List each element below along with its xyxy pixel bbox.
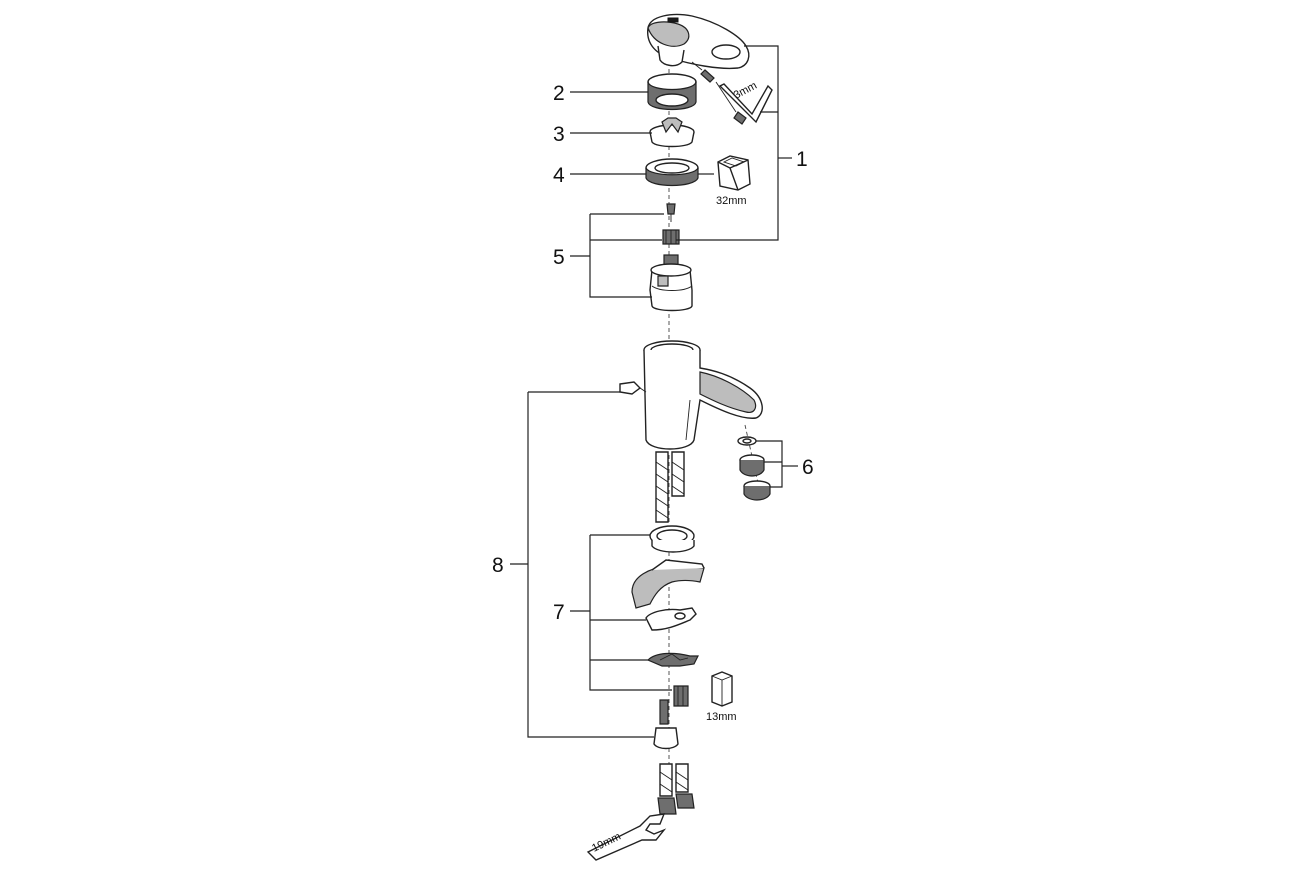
callout-5: 5 <box>553 246 565 269</box>
socket-32mm-label: 32mm <box>716 195 747 207</box>
callout-4: 4 <box>553 164 565 187</box>
callout-1: 1 <box>796 148 808 171</box>
part-4-threaded-ring <box>645 158 699 187</box>
part-3-adaptor <box>649 117 695 148</box>
part-2-cap <box>647 73 697 111</box>
part-8-pull-rod-tip <box>653 699 679 750</box>
part-7-mounting-set <box>631 525 705 707</box>
hex-key-size-label: 3mm <box>732 80 759 102</box>
socket-13mm-label: 13mm <box>706 711 737 723</box>
part-6-aerator <box>737 436 771 501</box>
hex-key-3mm: 3mm <box>691 61 773 125</box>
socket-32mm: 32mm <box>716 155 751 207</box>
socket-13mm: 13mm <box>706 671 737 723</box>
wrench-19mm: 19mm <box>586 813 667 861</box>
callout-numbers: 1 2 3 4 5 6 7 8 <box>492 82 814 624</box>
leader-lines <box>510 45 798 738</box>
callout-7: 7 <box>553 601 565 624</box>
callout-3: 3 <box>553 123 565 146</box>
callout-2: 2 <box>553 82 565 105</box>
callout-6: 6 <box>802 456 814 479</box>
faucet-body <box>619 340 763 450</box>
part-5-cartridge-set <box>649 203 693 312</box>
callout-8: 8 <box>492 554 504 577</box>
flex-hoses-upper <box>655 451 685 523</box>
part-1-lever-handle <box>647 13 750 70</box>
flex-hoses-lower <box>657 763 695 815</box>
